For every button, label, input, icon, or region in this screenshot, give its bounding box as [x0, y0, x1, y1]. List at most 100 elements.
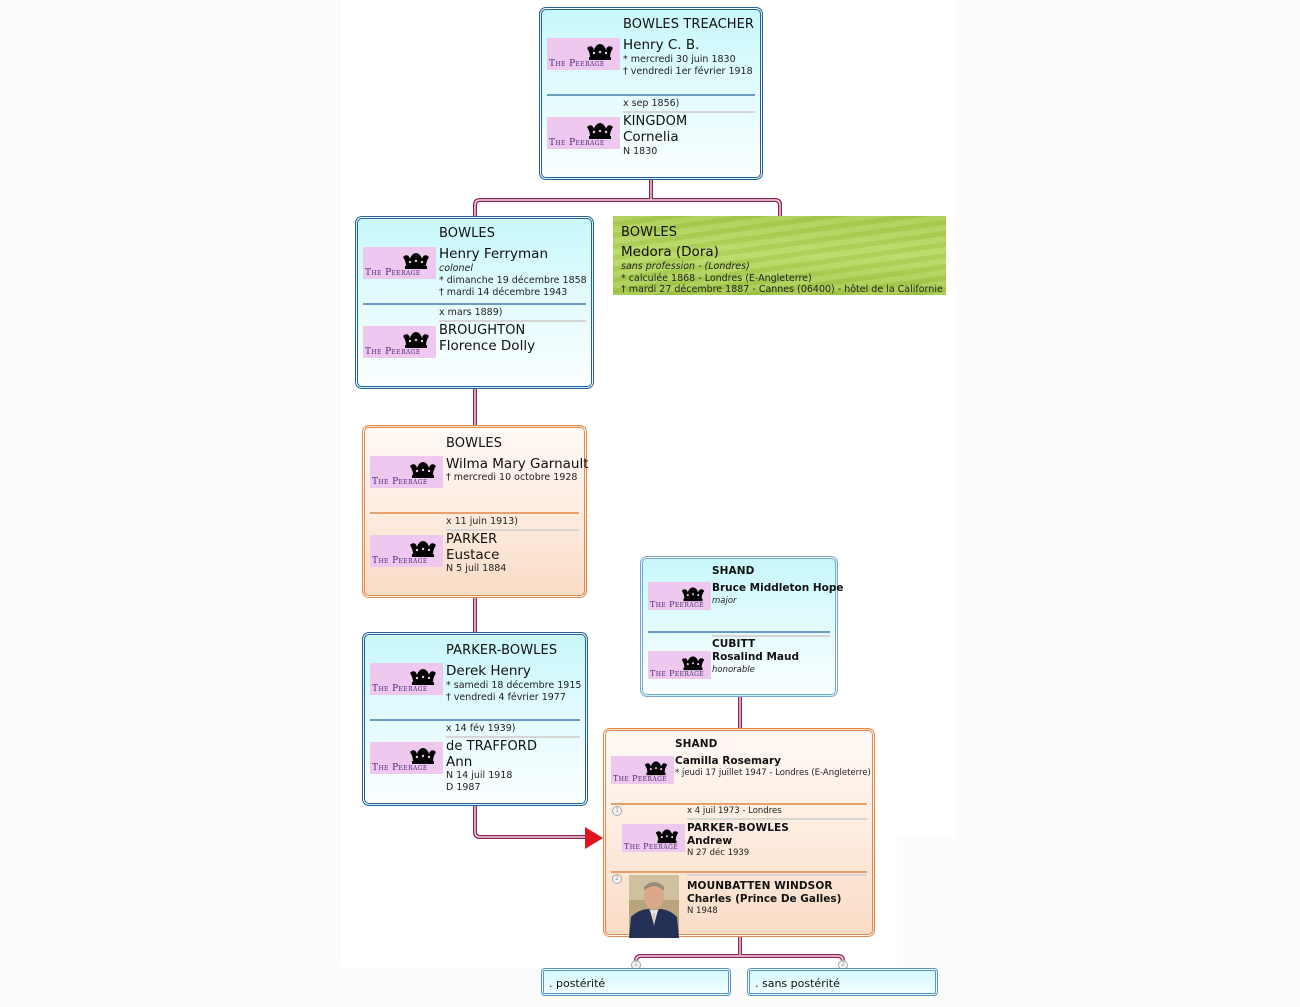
birth-info: * samedi 18 décembre 1915	[446, 680, 582, 691]
birth-info: * calculée 1868 - Londres (E-Angleterre)	[621, 273, 812, 284]
occupation-text: honorable	[712, 665, 755, 675]
person-box-medora[interactable]: BOWLES Medora (Dora) sans profession - (…	[613, 216, 946, 295]
person-surname[interactable]: BOWLES	[439, 226, 496, 241]
current-person-arrow-icon	[585, 827, 603, 849]
peerage-crown-logo-icon[interactable]: The Peerage	[547, 117, 620, 149]
occupation-info: sans profession - (Londres)	[621, 261, 750, 273]
child-label: . sans postérité	[755, 977, 840, 990]
marriage-divider	[446, 736, 580, 738]
person-surname[interactable]: PARKER-BOWLES	[446, 643, 558, 658]
peerage-crown-logo-icon[interactable]: The Peerage	[622, 824, 685, 852]
marriage-divider	[439, 320, 586, 322]
person-given-name[interactable]: Ann	[446, 754, 473, 770]
person-given-name[interactable]: Charles (Prince De Galles)	[687, 893, 842, 905]
person-surname[interactable]: de TRAFFORD	[446, 739, 538, 754]
marriage-divider	[446, 529, 579, 531]
spouse-divider	[370, 719, 580, 721]
family-box-bowles-parker[interactable]: BOWLES The Peerage Wilma Mary Garnault †…	[362, 425, 589, 598]
person-given-name[interactable]: Derek Henry	[446, 663, 531, 679]
person-given-name[interactable]: Henry C. B.	[623, 37, 700, 53]
spouse-divider	[547, 94, 755, 96]
peerage-crown-logo-icon[interactable]: The Peerage	[370, 535, 443, 567]
peerage-logo-text: The Peerage	[372, 763, 428, 773]
person-given-name[interactable]: Cornelia	[623, 129, 679, 145]
spouse-divider	[370, 512, 579, 514]
death-info: † vendredi 4 février 1977	[446, 692, 566, 703]
peerage-crown-logo-icon[interactable]: The Peerage	[370, 742, 443, 774]
person-surname[interactable]: BOWLES	[621, 225, 678, 240]
birth-info: N 1830	[623, 146, 658, 157]
person-surname[interactable]: PARKER	[446, 532, 498, 547]
occupation-text: sans profession - (Londres)	[621, 261, 750, 272]
family-box-bowles-broughton[interactable]: BOWLES The Peerage Henry Ferryman colone…	[355, 216, 594, 389]
person-given-name[interactable]: Henry Ferryman	[439, 246, 549, 262]
occupation-info: honorable	[712, 664, 755, 676]
spouse-divider	[611, 871, 867, 873]
peerage-logo-text: The Peerage	[613, 774, 668, 783]
peerage-crown-logo-icon[interactable]: The Peerage	[648, 651, 711, 679]
child-box-posterite[interactable]: . postérité	[541, 968, 731, 996]
birth-info: * jeudi 17 juillet 1947 - Londres (E-Ang…	[675, 768, 871, 778]
peerage-logo-text: The Peerage	[549, 138, 605, 148]
person-given-name[interactable]: Rosalind Maud	[712, 651, 800, 663]
marriage-divider	[687, 818, 867, 820]
birth-info: N 1948	[687, 906, 718, 916]
peerage-crown-logo-icon[interactable]: The Peerage	[363, 326, 436, 358]
death-info: † vendredi 1er février 1918	[623, 66, 753, 77]
peerage-logo-text: The Peerage	[372, 556, 428, 566]
death-info: † mardi 27 décembre 1887 - Cannes (06400…	[621, 284, 943, 295]
spouse-divider	[648, 631, 830, 633]
person-surname[interactable]: KINGDOM	[623, 114, 688, 129]
marriage-divider	[712, 635, 830, 637]
person-surname[interactable]: BOWLES TREACHER	[623, 17, 755, 32]
peerage-logo-text: The Peerage	[650, 600, 705, 609]
child-box-sans-posterite[interactable]: . sans postérité	[747, 968, 938, 996]
peerage-crown-logo-icon[interactable]: The Peerage	[370, 456, 443, 488]
peerage-logo-text: The Peerage	[372, 477, 428, 487]
person-surname[interactable]: MOUNBATTEN WINDSOR	[687, 880, 833, 892]
peerage-logo-text: The Peerage	[549, 59, 605, 69]
family-box-camilla[interactable]: SHAND The Peerage Camilla Rosemary * jeu…	[603, 728, 875, 938]
marriage-info: x 4 juil 1973 - Londres	[687, 806, 782, 816]
peerage-logo-text: The Peerage	[624, 842, 679, 851]
peerage-crown-logo-icon[interactable]: The Peerage	[370, 663, 443, 695]
occupation-text: colonel	[439, 263, 473, 274]
person-surname[interactable]: PARKER-BOWLES	[687, 822, 789, 834]
marriage-info: x 11 juin 1913)	[446, 516, 518, 527]
occupation-info: major	[712, 595, 737, 607]
person-surname[interactable]: SHAND	[675, 738, 718, 750]
spouse-number-badge: 1	[612, 806, 622, 816]
death-info: † mercredi 10 octobre 1928	[446, 472, 578, 483]
person-given-name[interactable]: Camilla Rosemary	[675, 755, 781, 767]
death-info: D 1987	[446, 782, 481, 793]
person-given-name[interactable]: Florence Dolly	[439, 338, 536, 354]
birth-info: * mercredi 30 juin 1830	[623, 54, 736, 65]
child-label: . postérité	[549, 977, 606, 990]
person-given-name[interactable]: Medora (Dora)	[621, 244, 719, 260]
death-info: † mardi 14 décembre 1943	[439, 287, 568, 298]
peerage-crown-logo-icon[interactable]: The Peerage	[648, 582, 711, 610]
family-box-bowles-treacher[interactable]: BOWLES TREACHER The Peerage Henry C. B. …	[539, 7, 763, 180]
peerage-crown-logo-icon[interactable]: The Peerage	[547, 38, 620, 70]
person-given-name[interactable]: Bruce Middleton Hope	[712, 582, 844, 594]
person-given-name[interactable]: Eustace	[446, 547, 500, 563]
marriage-divider	[687, 874, 867, 876]
peerage-crown-logo-icon[interactable]: The Peerage	[611, 756, 674, 784]
occupation-info: colonel	[439, 263, 473, 275]
person-surname[interactable]: CUBITT	[712, 638, 756, 650]
person-surname[interactable]: BROUGHTON	[439, 323, 526, 338]
peerage-logo-text: The Peerage	[372, 684, 428, 694]
family-box-parker-bowles-trafford[interactable]: PARKER-BOWLES The Peerage Derek Henry * …	[362, 632, 588, 806]
birth-info: N 14 juil 1918	[446, 770, 513, 781]
person-surname[interactable]: BOWLES	[446, 436, 503, 451]
birth-info: N 5 juil 1884	[446, 563, 507, 574]
peerage-logo-text: The Peerage	[650, 669, 705, 678]
peerage-crown-logo-icon[interactable]: The Peerage	[363, 247, 436, 279]
person-given-name[interactable]: Wilma Mary Garnault	[446, 456, 589, 472]
family-box-shand-cubitt[interactable]: SHAND The Peerage Bruce Middleton Hope m…	[640, 556, 843, 697]
portrait-photo-icon[interactable]	[629, 875, 679, 938]
person-surname[interactable]: SHAND	[712, 565, 755, 577]
spouse-divider	[611, 803, 867, 805]
person-given-name[interactable]: Andrew	[687, 835, 733, 847]
marriage-info: x mars 1889)	[439, 307, 503, 318]
